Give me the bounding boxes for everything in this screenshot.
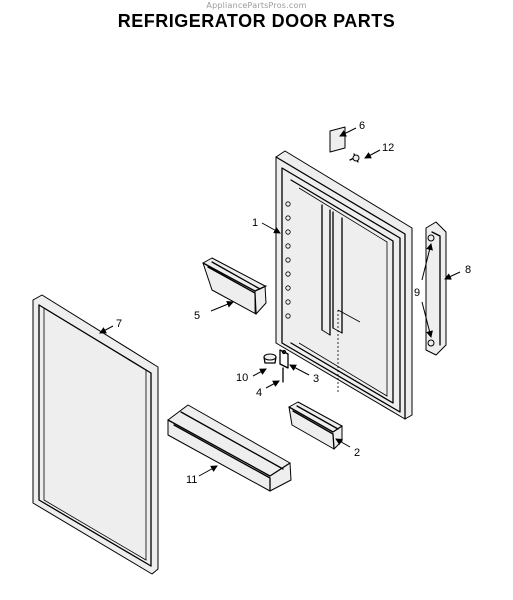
part-10-cap [263, 353, 277, 364]
part-11-door-shelf [167, 404, 292, 492]
callout-2: 2 [354, 447, 360, 459]
callout-10: 10 [236, 372, 248, 384]
callout-7: 7 [116, 318, 122, 330]
callout-1: 1 [252, 217, 258, 229]
callout-8: 8 [465, 264, 471, 276]
callout-9: 9 [414, 287, 420, 299]
part-3-4-hinge-pin [279, 349, 289, 383]
callout-12: 12 [382, 142, 394, 154]
part-8-door-handle [425, 221, 447, 356]
part-2-door-bin [288, 401, 343, 450]
callout-11: 11 [186, 474, 197, 486]
callout-leaders [99, 127, 461, 477]
part-12-screw [349, 153, 360, 163]
callout-6: 6 [359, 120, 365, 132]
callout-4: 4 [256, 387, 262, 399]
diagram-title: REFRIGERATOR DOOR PARTS [117, 11, 396, 31]
part-1-door [275, 150, 413, 420]
part-5-door-bin [202, 257, 267, 315]
callout-labels: 6 12 1 5 7 8 9 3 10 4 2 11 [116, 120, 471, 486]
callout-5: 5 [194, 310, 200, 322]
part-7-door-gasket [32, 294, 159, 575]
callout-3: 3 [313, 373, 319, 385]
watermark: AppliancePartsPros.com [206, 1, 307, 10]
part-6-label-plate [329, 126, 346, 153]
